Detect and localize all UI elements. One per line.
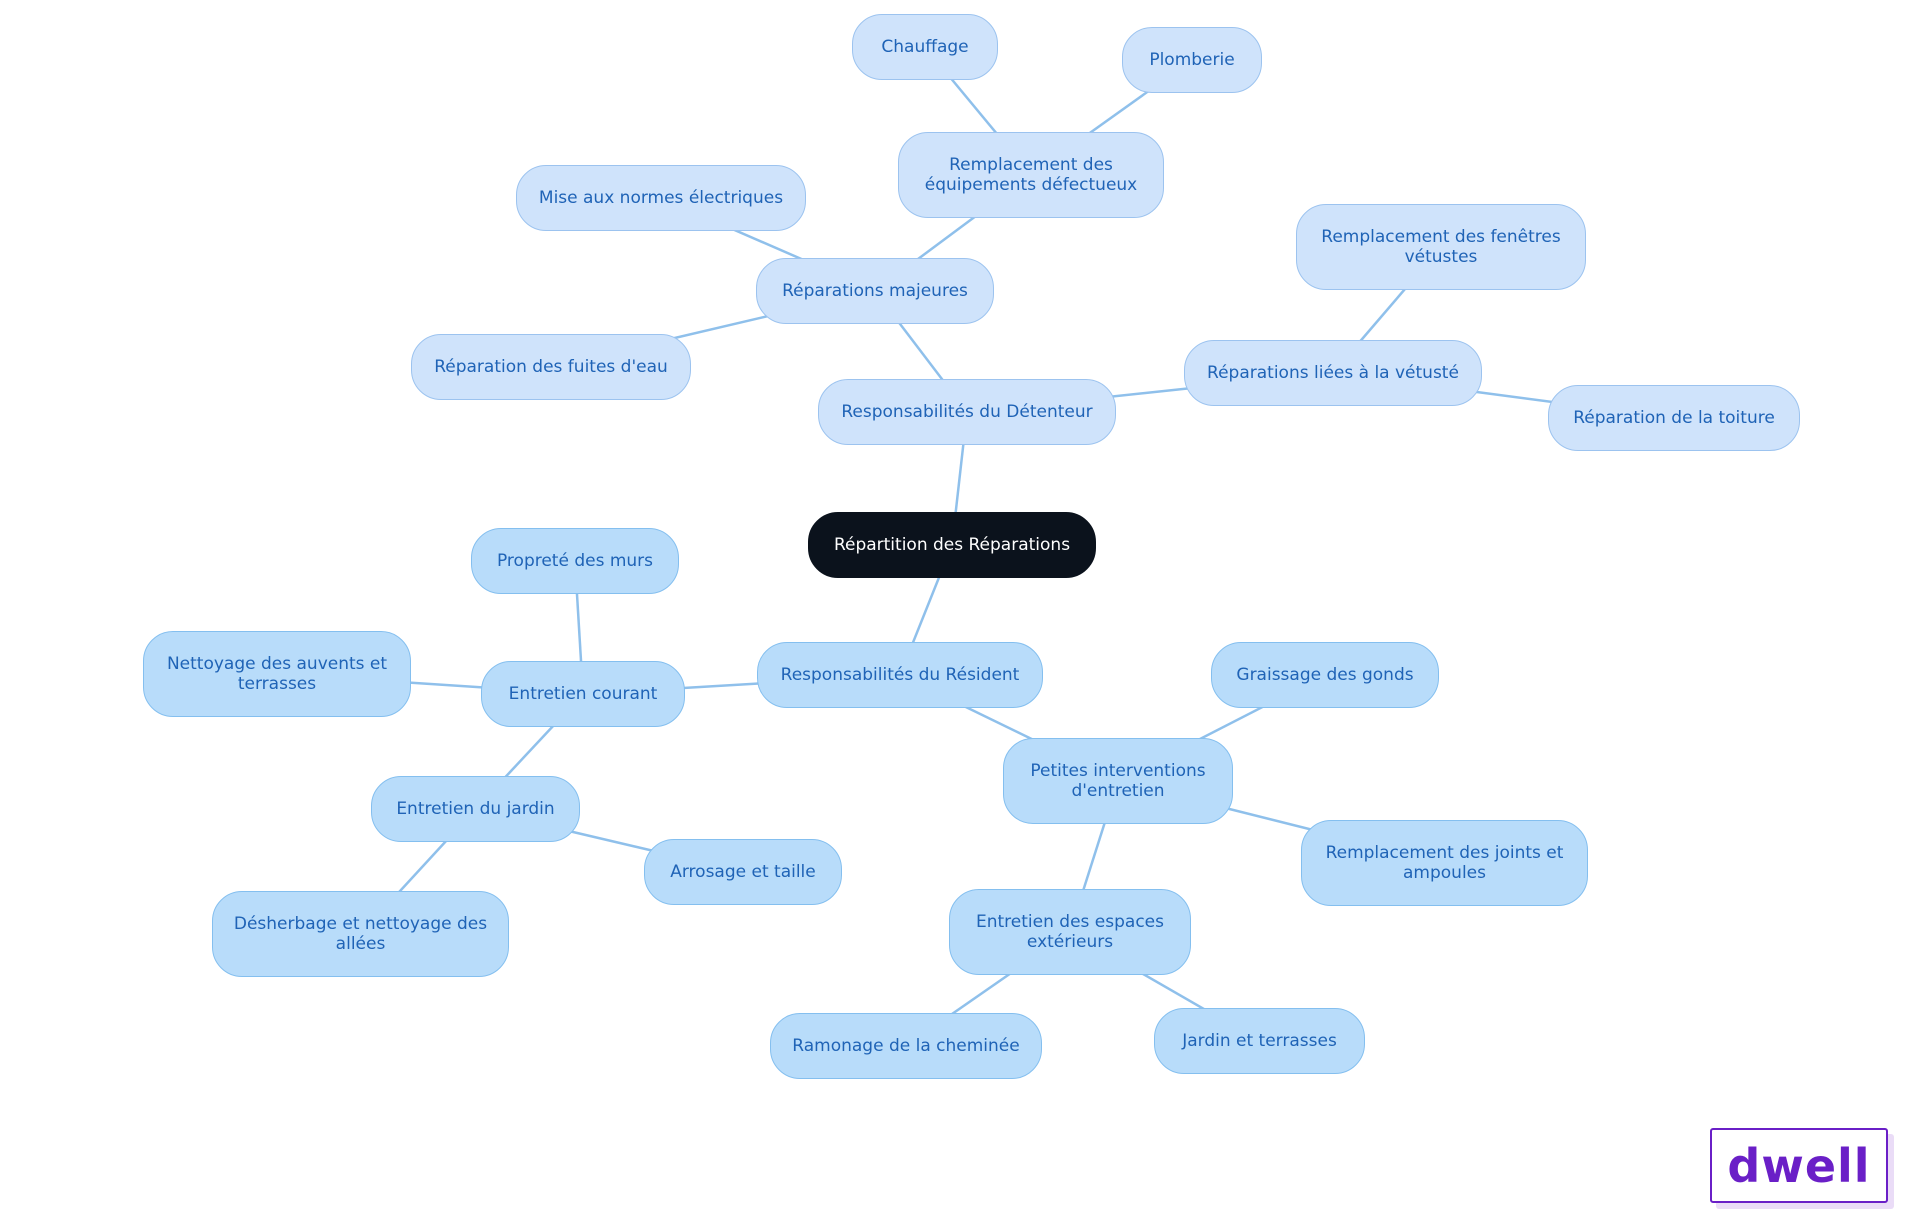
node-root: Répartition des Réparations: [808, 512, 1096, 578]
node-mise-aux-normes: Mise aux normes électriques: [516, 165, 806, 231]
node-graissage-gonds: Graissage des gonds: [1211, 642, 1439, 708]
node-jardin-terrasses: Jardin et terrasses: [1154, 1008, 1365, 1074]
node-desherbage: Désherbage et nettoyage des allées: [212, 891, 509, 977]
node-reparations-majeures: Réparations majeures: [756, 258, 994, 324]
node-proprete-murs: Propreté des murs: [471, 528, 679, 594]
node-espaces-exterieurs: Entretien des espaces extérieurs: [949, 889, 1191, 975]
node-toiture: Réparation de la toiture: [1548, 385, 1800, 451]
node-reparations-vetuste: Réparations liées à la vétusté: [1184, 340, 1482, 406]
node-entretien-jardin: Entretien du jardin: [371, 776, 580, 842]
node-responsabilites-detenteur: Responsabilités du Détenteur: [818, 379, 1116, 445]
node-responsabilites-resident: Responsabilités du Résident: [757, 642, 1043, 708]
node-joints-ampoules: Remplacement des joints et ampoules: [1301, 820, 1588, 906]
node-entretien-courant: Entretien courant: [481, 661, 685, 727]
node-fenetres-vetustes: Remplacement des fenêtres vétustes: [1296, 204, 1586, 290]
node-plomberie: Plomberie: [1122, 27, 1262, 93]
logo-text: dwell: [1727, 1138, 1871, 1193]
node-arrosage-taille: Arrosage et taille: [644, 839, 842, 905]
node-remplacement-equipements: Remplacement des équipements défectueux: [898, 132, 1164, 218]
node-nettoyage-auvents: Nettoyage des auvents et terrasses: [143, 631, 411, 717]
node-petites-interventions: Petites interventions d'entretien: [1003, 738, 1233, 824]
dwell-logo: dwell: [1710, 1128, 1888, 1203]
node-ramonage: Ramonage de la cheminée: [770, 1013, 1042, 1079]
node-fuites-eau: Réparation des fuites d'eau: [411, 334, 691, 400]
node-chauffage: Chauffage: [852, 14, 998, 80]
